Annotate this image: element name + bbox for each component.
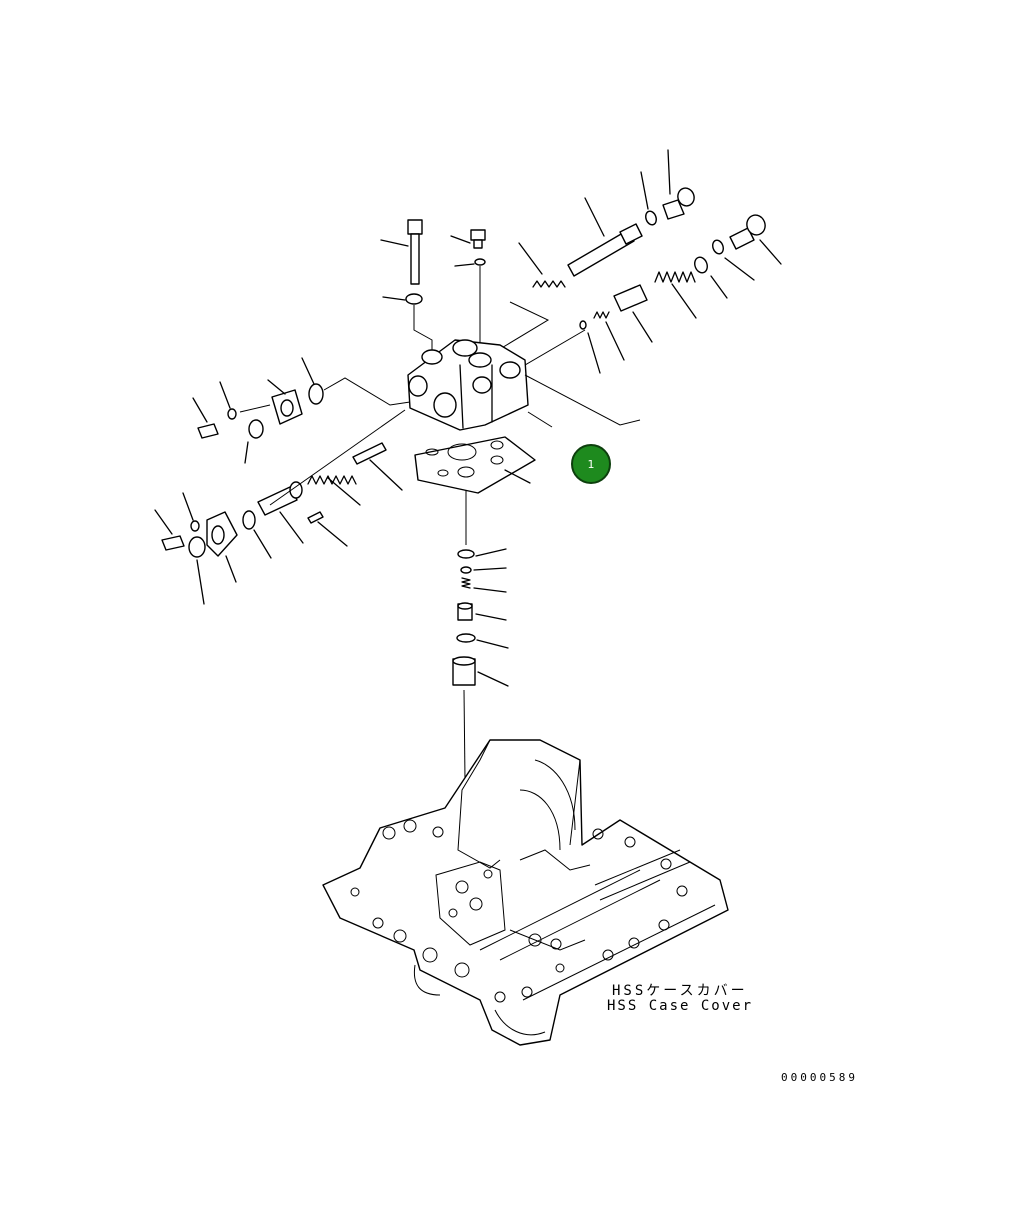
left-lower-spool — [242, 409, 406, 559]
gasket-plate — [414, 436, 536, 494]
assembly-label-japanese: HSSケースカバー — [612, 983, 748, 999]
center-vertical-stack — [452, 490, 509, 871]
drawing-number: 00000589 — [781, 1071, 858, 1084]
assembly-label-english: HSS Case Cover — [607, 998, 754, 1014]
top-right-plug-assembly — [489, 149, 782, 376]
hss-case-cover — [322, 739, 729, 1046]
left-lower-flange — [154, 492, 238, 605]
valve-body — [407, 339, 641, 431]
top-bolts — [380, 219, 486, 360]
left-upper-flange — [192, 357, 411, 464]
part-callout-1[interactable]: 1 — [571, 444, 611, 484]
callout-number: 1 — [587, 457, 595, 471]
